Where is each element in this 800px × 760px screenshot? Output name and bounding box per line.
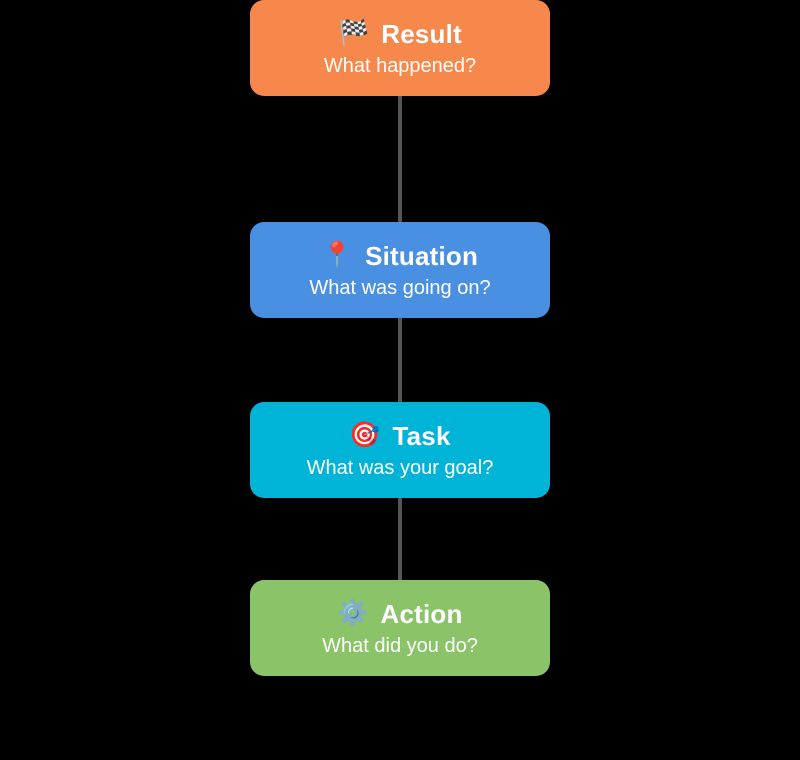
step-question: What did you do? — [322, 634, 478, 657]
step-box-action: ⚙️ Action What did you do? — [250, 580, 550, 676]
gear-icon: ⚙️ — [337, 599, 369, 627]
step-box-situation: 📍 Situation What was going on? — [250, 222, 550, 318]
step-question: What happened? — [323, 54, 477, 77]
dart-target-icon: 🎯 — [349, 421, 381, 449]
step-label: Action — [380, 598, 463, 629]
step-title-row: ⚙️ Action — [337, 601, 462, 627]
step-title-row: 🏁 Result — [338, 21, 462, 47]
round-pushpin-icon: 📍 — [321, 241, 354, 269]
step-question: What was your goal? — [306, 456, 494, 479]
chequered-flag-icon: 🏁 — [338, 19, 370, 47]
step-title-row: 🎯 Task — [349, 423, 450, 449]
step-title-row: 📍 Situation — [322, 243, 478, 269]
step-box-result: 🏁 Result What happened? — [250, 0, 550, 96]
step-box-task: 🎯 Task What was your goal? — [250, 402, 550, 498]
step-label: Task — [392, 420, 451, 451]
step-label: Result — [381, 18, 462, 49]
step-question: What was going on? — [309, 276, 491, 299]
step-label: Situation — [365, 240, 479, 271]
connector-line — [398, 90, 402, 630]
